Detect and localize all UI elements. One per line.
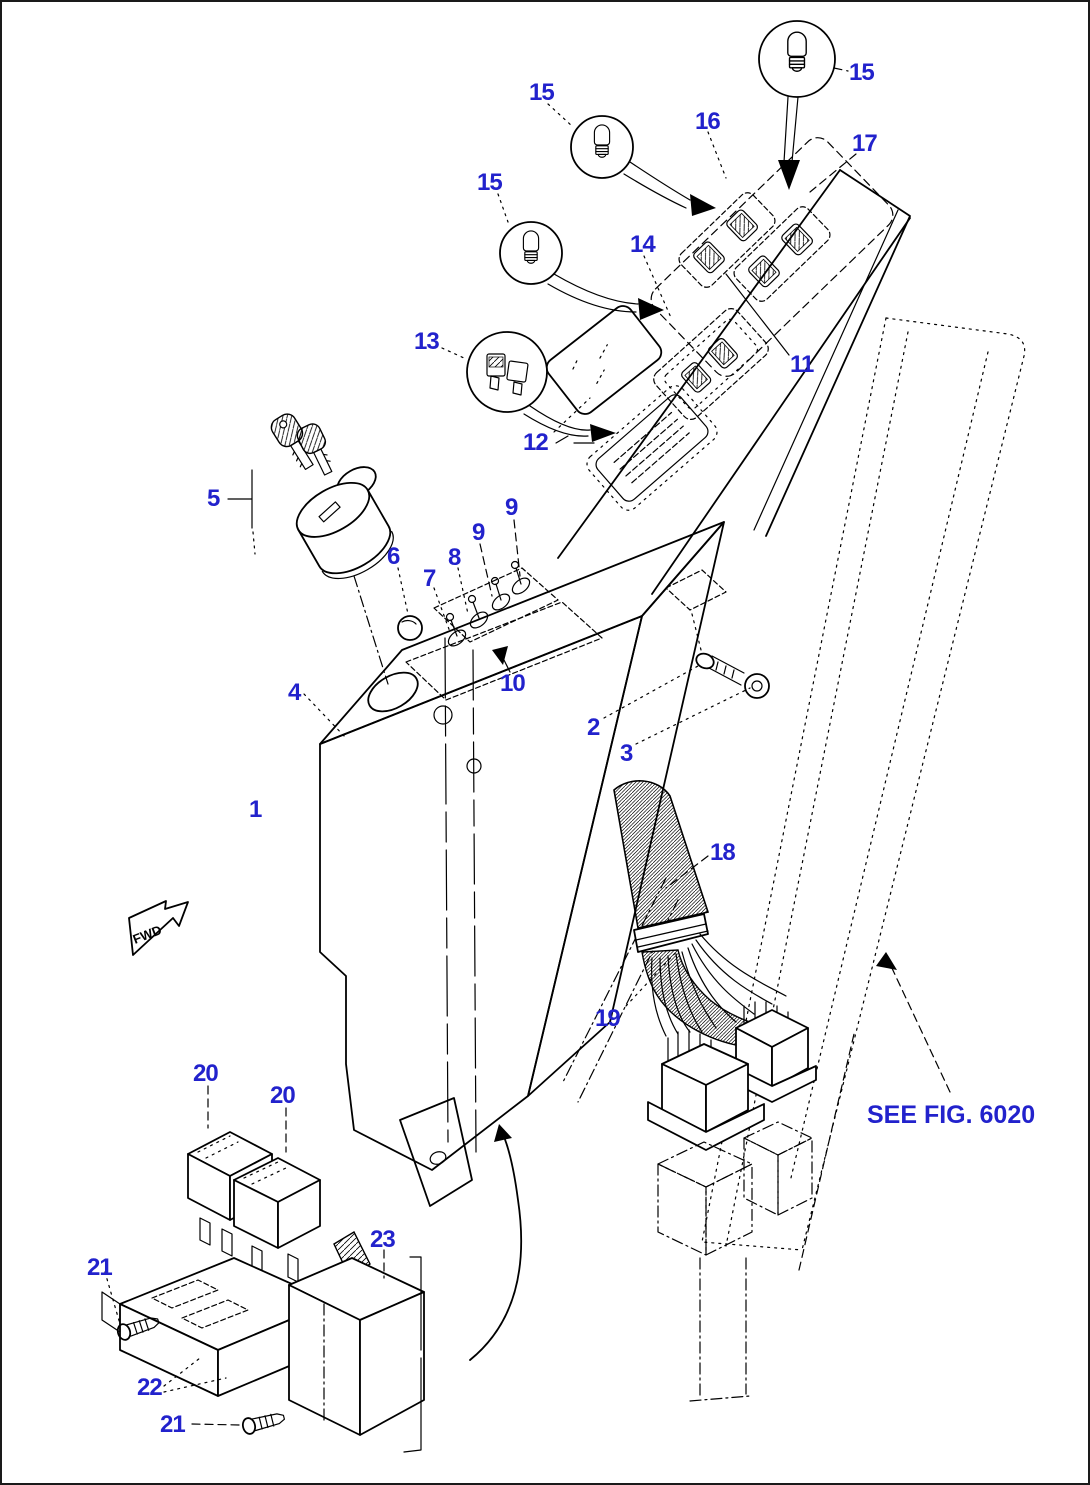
callout-20-a: 20 xyxy=(193,1060,219,1087)
blank-lid-plate xyxy=(545,305,663,415)
see-fig-note: SEE FIG. 6020 xyxy=(867,1101,1036,1129)
bulb-inset-a xyxy=(758,20,836,190)
leader-arrow-10 xyxy=(492,646,511,673)
callout-23: 23 xyxy=(370,1226,396,1253)
switch-panel-16 xyxy=(678,192,776,288)
screw-1 xyxy=(116,1317,160,1341)
callout-19: 19 xyxy=(595,1005,621,1032)
callout-21-a: 21 xyxy=(87,1254,113,1281)
callout-1: 1 xyxy=(249,796,262,823)
deck-crest xyxy=(650,137,894,377)
callout-16: 16 xyxy=(695,108,721,135)
relay-2 xyxy=(233,1157,321,1283)
bulb-inset-b xyxy=(570,115,716,216)
callout-4: 4 xyxy=(288,679,301,706)
control-box xyxy=(288,1231,425,1436)
callout-7: 7 xyxy=(423,565,436,592)
callout-2: 2 xyxy=(587,714,600,741)
callout-15-b: 15 xyxy=(529,79,555,106)
callout-8: 8 xyxy=(448,544,461,571)
callout-21-b: 21 xyxy=(160,1411,186,1438)
bolt-and-nut xyxy=(695,652,770,699)
screw-2 xyxy=(241,1413,286,1435)
fwd-arrow-label: FWD xyxy=(131,922,164,947)
switch-panel-17 xyxy=(733,206,831,302)
callout-17: 17 xyxy=(852,130,878,157)
callout-13: 13 xyxy=(414,328,440,355)
callout-3: 3 xyxy=(620,740,633,767)
wire-harness xyxy=(613,780,791,1050)
switch-inset xyxy=(466,331,616,442)
callout-20-b: 20 xyxy=(270,1082,296,1109)
callout-12: 12 xyxy=(523,429,549,456)
leader-lines xyxy=(104,67,857,1426)
callout-6: 6 xyxy=(387,543,400,570)
callout-9-b: 9 xyxy=(505,494,518,521)
bulb-inset-c xyxy=(499,221,664,320)
toggle-switch-cluster xyxy=(397,560,559,647)
callout-15-a: 15 xyxy=(849,59,875,86)
harness-connectors xyxy=(647,1001,817,1402)
vent-panel xyxy=(586,385,718,511)
callout-18: 18 xyxy=(710,839,736,866)
callout-9-a: 9 xyxy=(472,519,485,546)
console-box xyxy=(319,169,911,1207)
see-fig-leader xyxy=(798,952,951,1271)
callout-22: 22 xyxy=(137,1374,163,1401)
callout-10: 10 xyxy=(500,670,526,697)
callout-14: 14 xyxy=(630,231,656,258)
ignition-leader xyxy=(353,575,389,685)
harness-wires xyxy=(651,933,787,1037)
callout-11: 11 xyxy=(790,351,814,378)
callout-15-c: 15 xyxy=(477,169,503,196)
switch-panel-14 xyxy=(653,308,769,420)
callout-5: 5 xyxy=(207,485,220,512)
ignition-switch xyxy=(295,466,394,580)
assembly-arrow xyxy=(469,1124,523,1361)
callout-bracket-23 xyxy=(403,1256,422,1453)
key-set xyxy=(270,413,333,476)
fwd-arrow: FWD xyxy=(128,900,189,956)
